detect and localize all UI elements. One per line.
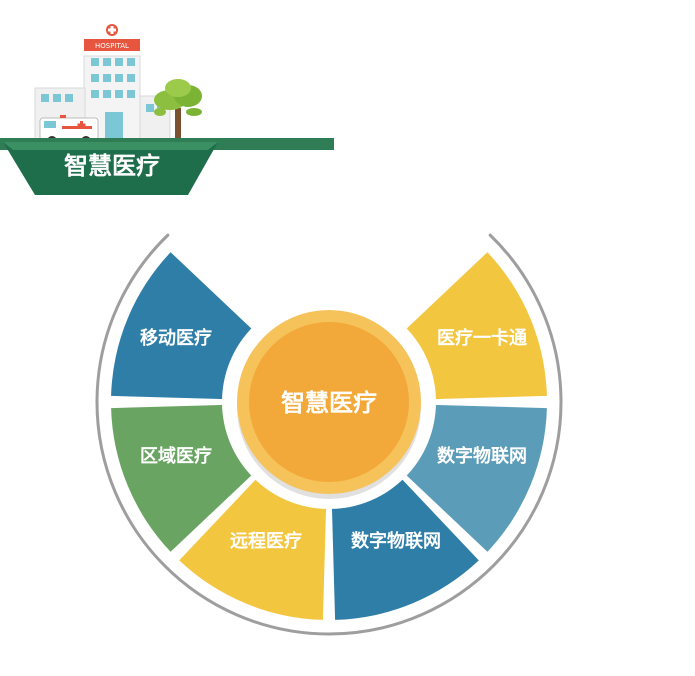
segment-5 [404,252,547,400]
hospital-door [105,112,123,140]
hub-inner [249,322,409,482]
segment-label-5: 医疗一卡通 [437,327,527,349]
segment-label-3: 数字物联网 [351,530,441,552]
wheel: 移动医疗区域医疗远程医疗数字物联网数字物联网医疗一卡通 智慧医疗 [95,233,563,636]
segment-0 [111,252,254,400]
segment-3 [331,477,479,620]
tree-trunk [175,108,181,140]
segment-label-1: 区域医疗 [140,445,212,467]
hospital-windows [41,58,165,112]
segment-4 [404,404,547,552]
segment-label-0: 移动医疗 [140,327,212,349]
segment-1 [111,404,254,552]
hospital-sign [84,39,140,51]
hospital-sign-text: HOSPITAL [95,42,129,50]
segment-label-4: 数字物联网 [437,445,527,467]
center-label: 智慧医疗 [281,389,377,417]
segment-2 [179,477,327,620]
outer-ring [95,233,563,636]
banner-title: 智慧医疗 [64,152,160,180]
segment-label-2: 远程医疗 [230,530,302,552]
segments: 移动医疗区域医疗远程医疗数字物联网数字物联网医疗一卡通 [111,252,547,620]
banner-shape [3,142,218,195]
hospital-illustration: HOSPITAL [34,24,202,146]
title-banner: 智慧医疗 [0,138,334,195]
